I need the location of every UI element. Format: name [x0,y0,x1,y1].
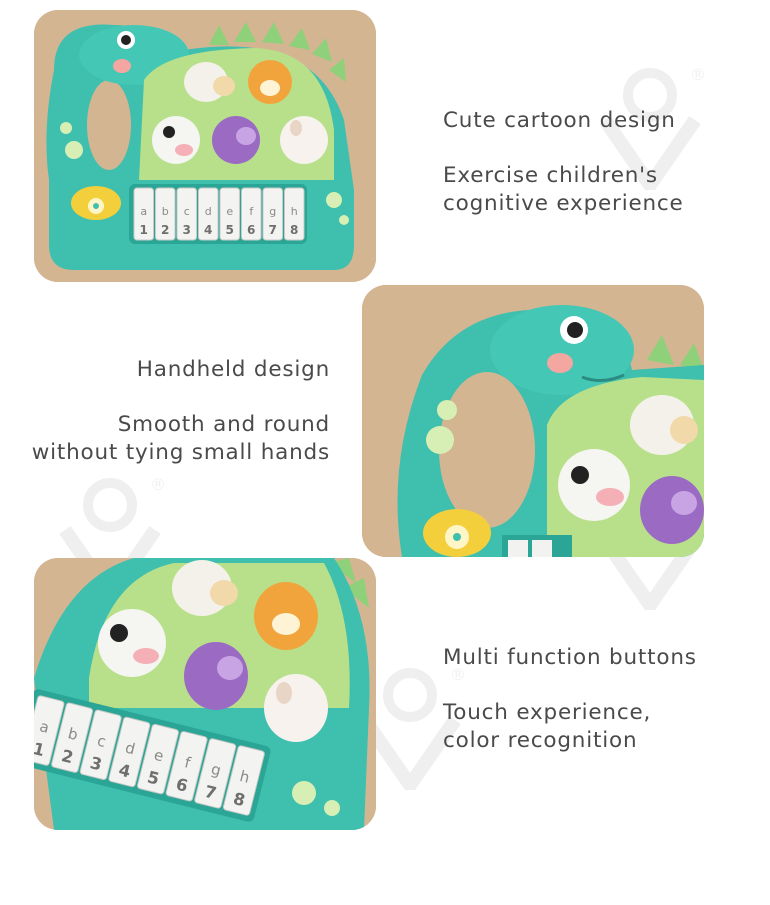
phone-button-icon [423,509,491,557]
cow-button-icon [152,116,200,164]
piano-key: d4 [108,716,151,788]
caption-heading: Handheld design [136,357,330,382]
piano-key: c3 [176,187,197,241]
piano-key-number: 1 [140,223,148,237]
piano-key: g7 [262,187,283,241]
sheep-button-icon [184,62,235,102]
piano-key: e5 [219,187,240,241]
piano-key-number: 2 [161,223,169,237]
piano-key-number: 6 [247,223,255,237]
piano-key: a1 [133,187,154,241]
tiger-button-icon [248,60,292,104]
piano-key-number: 2 [60,746,76,767]
puppy-button-icon [280,116,328,164]
cow-button-icon [98,609,166,677]
piano-key-letter: g [209,760,223,780]
piano-key-letter: a [140,205,147,218]
sheep-button-icon [172,560,238,616]
piano-key-number: 6 [174,775,190,796]
piano-key: a1 [34,695,65,766]
caption-heading: Multi function buttons [443,645,697,670]
piano-key-letter: f [249,205,254,218]
unicorn-button-icon [640,476,704,544]
piano-key-letter: e [226,205,233,218]
caption-handheld-design: Handheld design Smooth and round without… [32,356,330,467]
piano-key-letter: d [205,205,212,218]
piano-key: d4 [198,187,219,241]
cow-button-icon [558,449,630,521]
piano-key-number: 8 [290,223,298,237]
caption-heading: Cute cartoon design [443,108,676,133]
piano-key-letter: c [184,205,190,218]
sheep-button-icon [630,395,698,455]
piano-key-letter: b [162,205,169,218]
piano-key-letter: f [183,753,193,772]
piano-key-number: 5 [226,223,234,237]
piano-key: f6 [165,731,208,802]
caption-multi-function: Multi function buttons Touch experience,… [443,644,697,755]
caption-body: Exercise children's cognitive experience [443,163,684,216]
piano-key-number: 8 [231,789,247,810]
piano-key-number: 3 [183,223,191,237]
piano-key: c3 [79,709,122,780]
piano-key-number: 4 [117,760,133,781]
piano-key-letter: h [238,767,252,787]
piano-key: b2 [51,702,94,773]
caption-body: Touch experience, color recognition [443,700,652,753]
piano-key: b2 [155,187,176,241]
caption-body: Smooth and round without tying small han… [31,412,330,465]
piano-key-number: 7 [269,223,277,237]
puppy-button-icon [264,674,328,742]
unicorn-button-icon [212,116,260,164]
unicorn-button-icon [184,642,248,710]
piano-key-letter: h [291,205,298,218]
piano-key-number: 5 [145,767,161,788]
piano-key-number: 4 [204,223,212,237]
product-photo-handle-closeup [362,285,704,557]
piano-key-letter: b [66,724,80,744]
piano-key: f6 [241,187,262,241]
piano-key-number: 3 [88,753,104,774]
piano-key: g7 [194,738,237,809]
piano-key-number: 7 [203,782,219,803]
piano-key-letter: a [38,717,51,737]
caption-cartoon-design: Cute cartoon design Exercise children's … [443,107,684,218]
phone-button-icon [71,186,121,220]
piano-key-letter: e [152,746,165,766]
tiger-button-icon [254,582,318,650]
svg-text:®: ® [690,65,706,84]
piano-key: e5 [137,723,179,795]
piano-key: h8 [222,745,265,816]
piano-key-letter: g [269,205,276,218]
piano-key-letter: d [123,739,137,759]
piano-key: h8 [284,187,305,241]
svg-text:®: ® [150,475,166,494]
